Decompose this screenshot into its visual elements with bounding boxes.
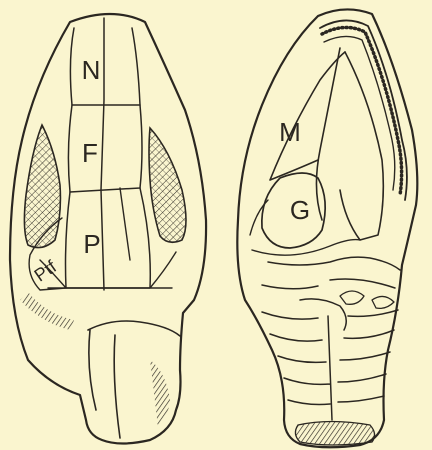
label-parietal: P	[83, 229, 100, 259]
label-g-bone: G	[290, 195, 310, 225]
segmented-region	[262, 310, 398, 420]
right-orbit	[149, 128, 186, 242]
label-nasal: N	[82, 55, 101, 85]
segment-pits	[340, 291, 394, 308]
occipital-shading	[150, 360, 170, 428]
frontal-bone-outline	[68, 105, 142, 192]
braincase-sutures	[262, 257, 400, 330]
ventral-view-skull: M G	[237, 9, 417, 447]
dorsal-midline-suture	[101, 18, 104, 290]
jaw-ridge-outer	[320, 20, 407, 200]
parietal-bone-outline	[66, 188, 151, 288]
label-postfrontal: Ptf	[31, 256, 61, 286]
label-maxilla: M	[279, 117, 301, 147]
ventral-outline	[237, 9, 417, 447]
palate-ridge	[316, 48, 340, 220]
tooth-row	[322, 27, 402, 195]
left-orbit	[24, 125, 60, 248]
label-frontal: F	[82, 138, 98, 168]
dorsal-view-skull: N F P Ptf	[10, 14, 206, 444]
basal-hatching	[295, 422, 374, 446]
lateral-shading	[20, 292, 74, 330]
jaw-ridge-inner	[324, 36, 395, 190]
occipital-region	[88, 321, 180, 438]
